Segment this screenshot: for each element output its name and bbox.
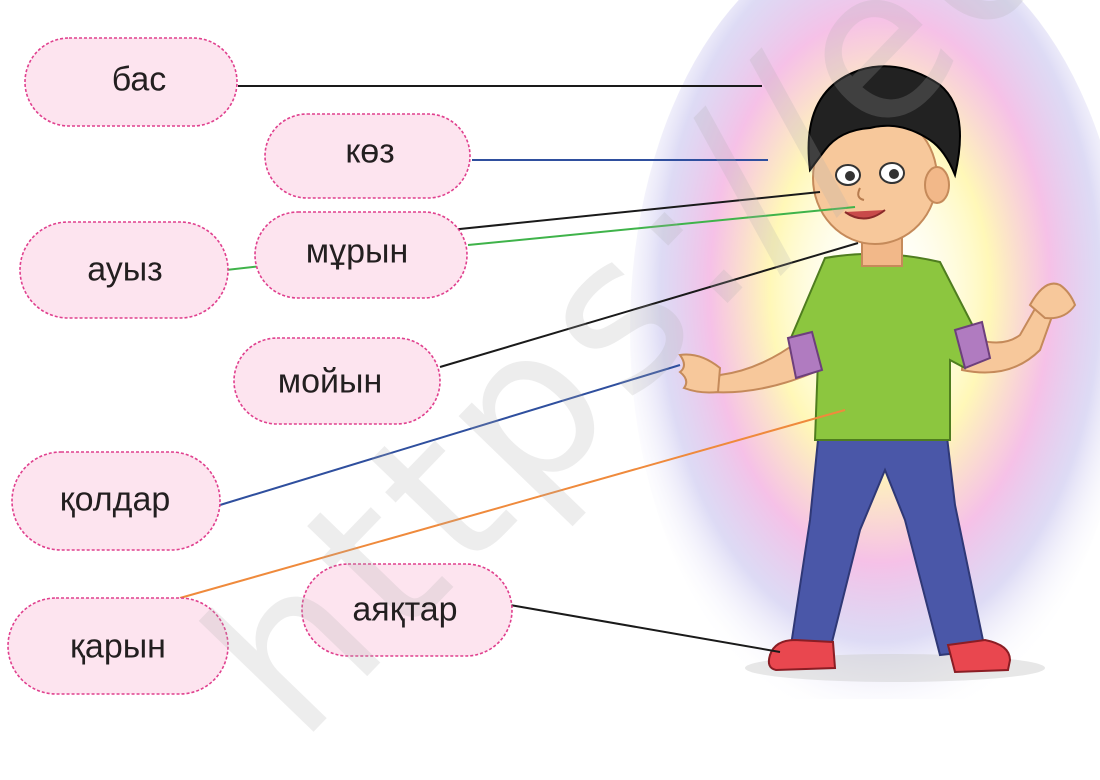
right-pupil [889, 169, 899, 179]
label-neck: мойын [277, 362, 383, 401]
connector-lines [179, 85, 859, 653]
label-mouth: ауыз [87, 250, 163, 289]
cloud-head [24, 37, 238, 127]
mouth-shape [844, 209, 886, 220]
cloud-legs [301, 563, 513, 657]
right-hand [1028, 282, 1077, 320]
line-nose [449, 191, 821, 231]
left-hand [678, 353, 722, 394]
right-shoe [946, 638, 1012, 674]
clouds [7, 37, 513, 695]
cloud-neck [233, 337, 441, 425]
line-mouth [467, 206, 856, 246]
hair [807, 65, 961, 179]
nose-shape [857, 187, 865, 201]
label-nose: мұрын [305, 232, 409, 271]
ear [924, 166, 950, 204]
cloud-hands [11, 451, 221, 551]
left-sleeve [786, 330, 824, 380]
line-neck [439, 242, 859, 368]
right-sleeve [953, 320, 992, 370]
line-legs [509, 604, 781, 653]
label-belly: қарын [70, 627, 166, 666]
line-hands [219, 364, 681, 506]
cloud-nose [254, 211, 468, 299]
left-shoe [767, 638, 837, 672]
shirt [788, 252, 977, 441]
label-head: бас [111, 60, 167, 99]
body-parts-diagram: https://edupo бас көз ауыз мұрын мойын қ… [7, 0, 1100, 780]
boy-illustration [678, 65, 1077, 682]
cloud-eyes [264, 113, 471, 199]
cloud-belly [7, 597, 229, 695]
left-pupil [845, 171, 855, 181]
pants [788, 419, 987, 657]
label-legs: аяқтар [352, 590, 458, 629]
diagram-canvas [7, 0, 1100, 730]
cloud-mouth [19, 221, 229, 319]
line-belly [179, 409, 846, 599]
label-hands: қолдар [59, 480, 171, 519]
label-eyes: көз [345, 132, 395, 171]
